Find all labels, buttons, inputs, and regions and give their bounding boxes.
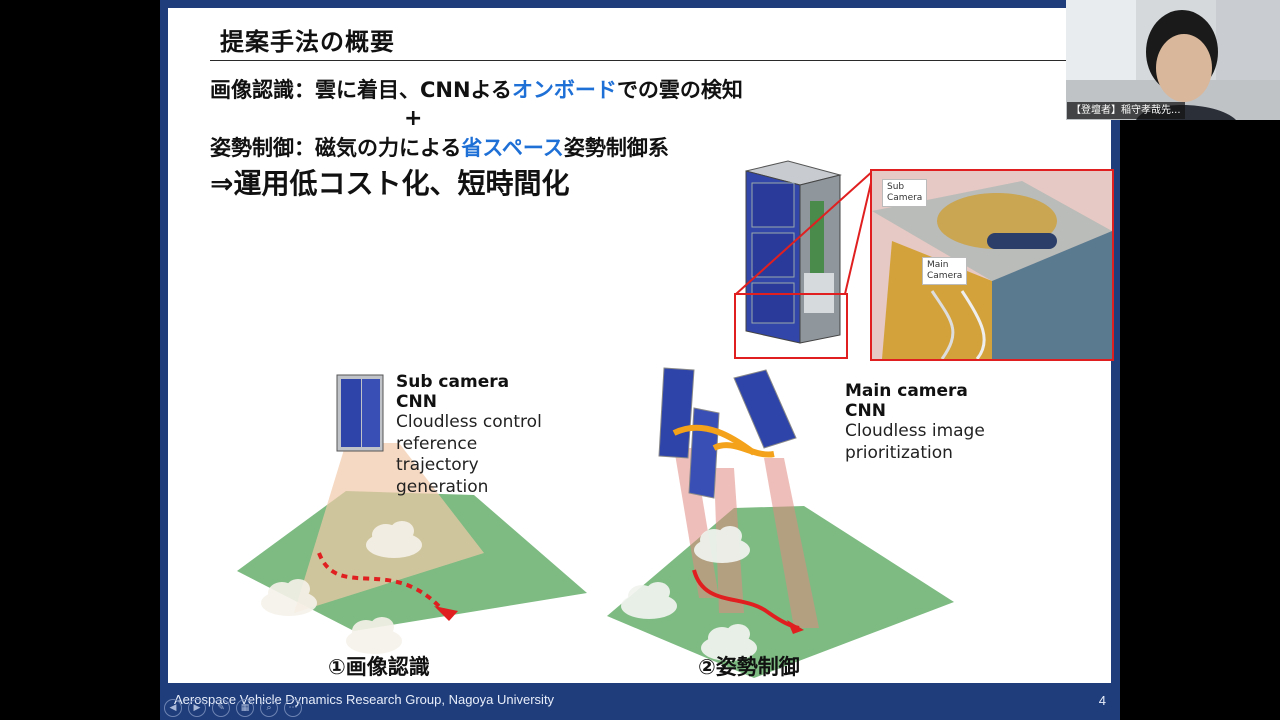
attitude-control-scene: [607, 367, 954, 678]
camera-highlight-box: [734, 293, 848, 359]
caption-line: Cloudless control: [396, 412, 542, 432]
caption-line: Cloudless image: [845, 421, 985, 441]
cloud-icon: [694, 526, 750, 563]
bullet-text: 姿勢制御系: [563, 136, 669, 160]
title-divider: [210, 60, 1070, 61]
caption-line: reference: [396, 433, 478, 454]
participant-video-frame: [1066, 0, 1280, 120]
plus-sign: +: [404, 106, 423, 131]
label-image-recognition: ①画像認識: [328, 655, 430, 679]
zoom-icon[interactable]: ⌕: [260, 699, 278, 717]
label-line: Main: [927, 260, 949, 270]
caption-title: Main camera: [845, 381, 968, 401]
bullet-text: 画像認識：雲に着目、CNNよる: [210, 78, 512, 102]
slide: 提案手法の概要 画像認識：雲に着目、CNNよるオンボードでの雲の検知 + 姿勢制…: [168, 8, 1114, 683]
zoom-connector-lines: [735, 169, 875, 295]
caption-subtitle: CNN: [845, 401, 886, 421]
satellite-icon: [336, 374, 384, 452]
image-recognition-scene: [237, 374, 587, 654]
participant-video[interactable]: [1066, 0, 1280, 120]
caption-line: prioritization: [845, 442, 953, 463]
bullet-highlight: オンボード: [511, 78, 617, 102]
sub-camera-caption: Sub camera CNN Cloudless control referen…: [396, 372, 542, 498]
caption-title: Sub camera: [396, 372, 510, 392]
caption-line: trajectory: [396, 455, 479, 475]
footer-text: Aerospace Vehicle Dynamics Research Grou…: [174, 692, 555, 707]
main-camera-caption: Main camera CNN Cloudless image prioriti…: [845, 381, 985, 464]
conclusion-text: ⇒運用低コスト化、短時間化: [210, 167, 570, 200]
label-line: Camera: [927, 271, 963, 281]
slide-title: 提案手法の概要: [220, 28, 395, 56]
cloud-icon: [366, 521, 422, 558]
cloud-icon: [701, 624, 757, 661]
bullet-attitude-control: 姿勢制御：磁気の力による省スペース姿勢制御系: [210, 132, 669, 162]
cubesat-illustration: [745, 160, 842, 344]
bullet-text: での雲の検知: [616, 78, 743, 102]
trajectory-arrow: [317, 552, 451, 617]
slides-grid-icon[interactable]: ▦: [236, 699, 254, 717]
rotation-arrow: [712, 442, 775, 458]
slide-footer: Aerospace Vehicle Dynamics Research Grou…: [160, 683, 1120, 720]
bullet-image-recognition: 画像認識：雲に着目、CNNよるオンボードでの雲の検知: [210, 74, 743, 104]
caption-line: generation: [396, 476, 489, 497]
cloud-icon: [346, 617, 402, 654]
caption-subtitle: CNN: [396, 392, 437, 412]
more-options-icon[interactable]: ⋯: [284, 699, 302, 717]
next-slide-icon[interactable]: ▶: [188, 699, 206, 717]
bullet-text: 姿勢制御：磁気の力による: [210, 136, 462, 160]
label-line: Camera: [887, 193, 923, 203]
page-number: 4: [1098, 693, 1106, 708]
cloud-icon: [261, 579, 317, 616]
trajectory-arrow: [692, 569, 800, 630]
cloud-icon: [621, 582, 677, 619]
participant-name-label: 【登壇者】稲守孝哉先...: [1067, 102, 1185, 119]
label-line: Sub: [887, 182, 905, 192]
label-attitude-control: ②姿勢制御: [698, 655, 800, 679]
previous-slide-icon[interactable]: ◀: [164, 699, 182, 717]
bullet-highlight: 省スペース: [461, 136, 564, 160]
pen-icon[interactable]: ✎: [212, 699, 230, 717]
